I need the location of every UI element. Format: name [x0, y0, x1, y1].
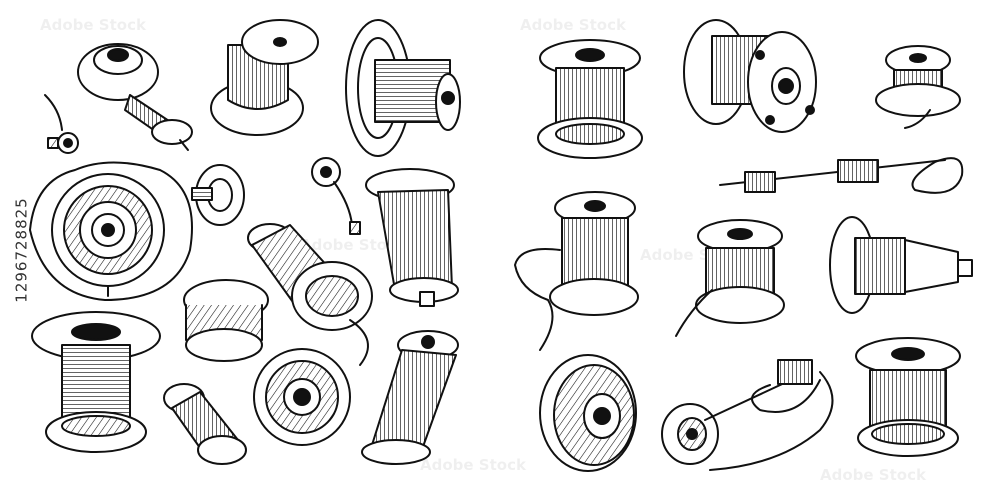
spool-icon — [163, 383, 247, 465]
spool-icon — [675, 219, 785, 337]
bobbin-icon — [191, 164, 245, 226]
needle-icon — [661, 359, 834, 471]
spool-icon — [210, 19, 319, 136]
bobbin-icon — [683, 19, 817, 133]
watermark-text-1: Adobe Stock — [40, 16, 147, 34]
watermark-text-5: Adobe Stock — [420, 456, 527, 474]
bobbin-icon — [183, 279, 269, 362]
spool-icon — [365, 168, 459, 307]
bobbin-icon — [539, 354, 637, 472]
spool-icon — [537, 39, 643, 159]
spool-icon — [361, 330, 459, 465]
stock-watermark-pattern: Adobe Stock Adobe Stock Adobe Stock Adob… — [40, 16, 927, 484]
spool-icon — [247, 223, 373, 366]
spool-icon — [31, 311, 161, 453]
bobbin-icon — [253, 348, 351, 446]
spool-icon — [514, 191, 639, 351]
watermark-text-2: Adobe Stock — [520, 16, 627, 34]
needle-icon — [719, 157, 964, 194]
watermark-text-6: Adobe Stock — [820, 466, 927, 484]
spool-icon — [77, 43, 193, 151]
watermark-text-3: Adobe Stock — [300, 236, 407, 254]
spool-icon — [855, 337, 961, 457]
spool-icon — [829, 216, 973, 314]
bobbin-icon — [29, 161, 193, 301]
bobbin-icon — [44, 94, 79, 154]
spool-icon — [875, 45, 961, 129]
spool-icon — [345, 19, 461, 157]
bobbin-icon — [311, 157, 361, 235]
